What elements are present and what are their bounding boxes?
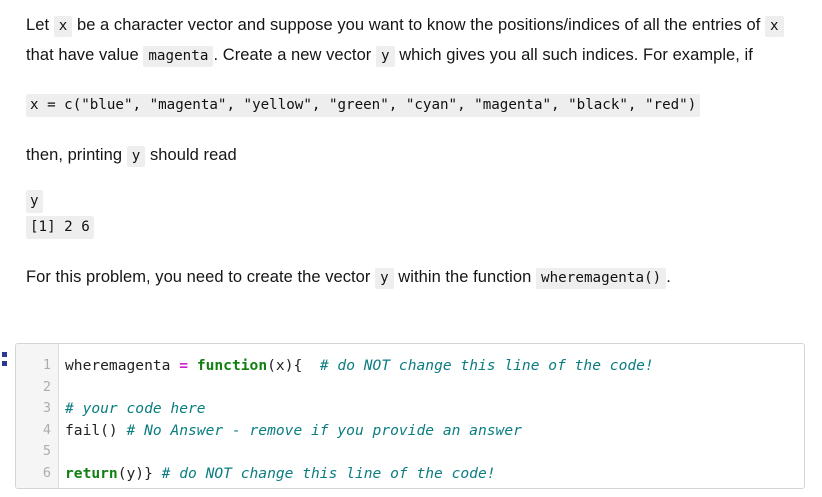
code-line[interactable]: wheremagenta = function(x){ # do NOT cha… (65, 355, 804, 377)
code-sample-x: x = c("blue", "magenta", "yellow", "gree… (26, 92, 804, 118)
spacer (26, 74, 804, 92)
drag-handle-dot (2, 361, 7, 366)
code-sample-y-command-text: y (26, 190, 43, 213)
code-token-plain: (x){ (267, 357, 320, 374)
inline-code-x-2: x (765, 16, 784, 37)
code-token-kw: function (196, 357, 268, 374)
code-sample-x-text: x = c("blue", "magenta", "yellow", "gree… (26, 94, 701, 117)
text-fragment: that have value (26, 46, 144, 64)
code-sample-y-command: y (26, 188, 804, 214)
code-editor-wrapper[interactable]: 1 2 3 4 5 6 wheremagenta = function(x){ # do … (15, 343, 805, 489)
inline-code-y-3: y (375, 268, 394, 289)
paragraph-printing-y: then, printing y should read (26, 140, 804, 170)
line-number: 5 (42, 443, 51, 459)
paragraph-intro: Let x be a character vector and suppose … (26, 10, 804, 70)
code-sample-y-output-text: [1] 2 6 (26, 216, 94, 239)
spacer (26, 170, 804, 188)
spacer (26, 240, 804, 262)
drag-handle-icon[interactable] (2, 352, 10, 370)
line-number: 3 (42, 400, 51, 416)
text-fragment: within the function (393, 268, 536, 286)
text-fragment: . Create a new vector (213, 46, 376, 64)
inline-code-y-2: y (126, 146, 146, 167)
text-fragment: should read (145, 146, 237, 164)
code-token-cmt: # do NOT change this line of the code! (161, 464, 496, 482)
code-edit-area[interactable]: wheremagenta = function(x){ # do NOT cha… (59, 344, 804, 488)
line-number: 4 (42, 421, 51, 438)
code-token-plain (188, 357, 197, 374)
code-token-cmt: # do NOT change this line of the code! (319, 357, 654, 374)
text-fragment: Let (26, 16, 54, 34)
problem-statement: Let x be a character vector and suppose … (26, 10, 804, 292)
line-number: 2 (42, 378, 51, 395)
text-fragment: then, printing (26, 146, 127, 164)
code-token-plain: (y)} (117, 464, 162, 482)
code-line[interactable]: fail() # No Answer - remove if you provi… (65, 420, 804, 442)
inline-code-x-1: x (53, 16, 73, 37)
spacer (26, 118, 804, 140)
code-token-cmt: # No Answer - remove if you provide an a… (126, 421, 522, 439)
code-token-kw: return (65, 464, 118, 482)
inline-code-magenta: magenta (143, 46, 214, 67)
code-sample-y-output: [1] 2 6 (26, 214, 804, 240)
code-token-plain: fail() (65, 421, 127, 439)
code-token-op: = (179, 357, 189, 374)
inline-code-wheremagenta: wheremagenta() (535, 268, 667, 289)
code-line[interactable] (65, 377, 804, 399)
text-fragment: For this problem, you need to create the… (26, 268, 376, 286)
drag-handle-dot (2, 352, 7, 357)
line-number: 1 (42, 357, 51, 373)
code-editor[interactable]: 1 2 3 4 5 6 wheremagenta = function(x){ # do … (15, 343, 805, 489)
inline-code-y-1: y (375, 46, 395, 67)
line-number-gutter: 1 2 3 4 5 6 (16, 344, 59, 488)
code-line[interactable]: # your code here (65, 398, 804, 420)
paragraph-task: For this problem, you need to create the… (26, 262, 804, 292)
code-token-cmt: # your code here (65, 400, 206, 417)
line-number: 6 (42, 464, 51, 481)
code-line[interactable]: return(y)} # do NOT change this line of … (65, 463, 804, 485)
text-fragment: be a character vector and suppose you wa… (72, 16, 766, 34)
code-token-plain: wheremagenta (65, 357, 180, 374)
text-fragment: which gives you all such indices. For ex… (394, 46, 753, 64)
code-line[interactable] (65, 441, 804, 463)
text-fragment: . (666, 268, 671, 286)
